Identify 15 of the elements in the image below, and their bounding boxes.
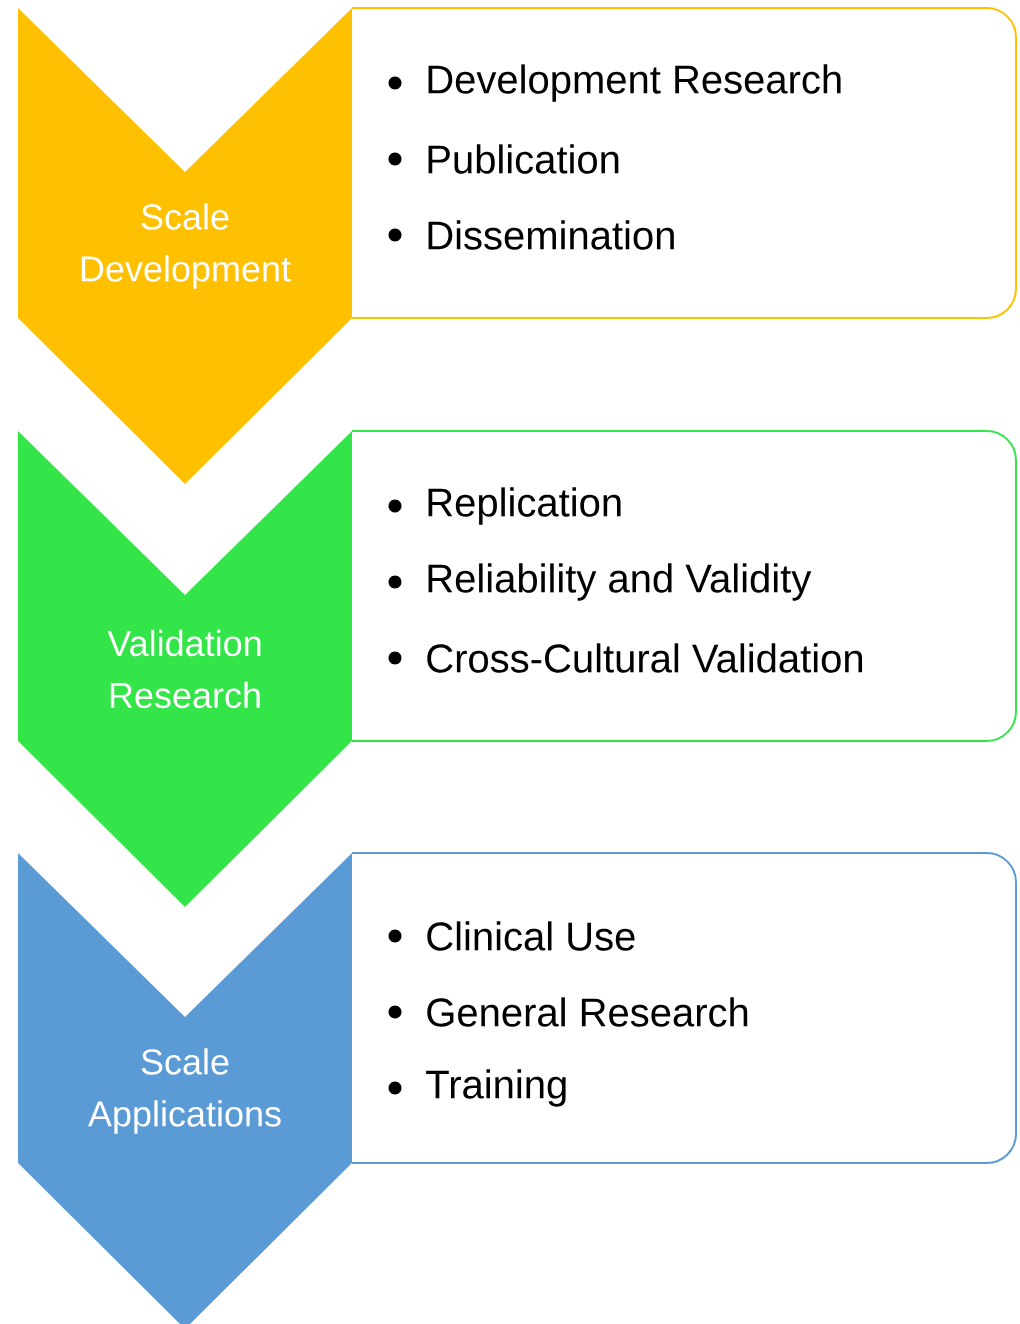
stage-banner: Scale Applications bbox=[18, 853, 352, 1324]
bullet-item: Replication bbox=[388, 487, 621, 525]
list-box bbox=[351, 430, 1017, 742]
bullet-item: Publication bbox=[388, 144, 619, 174]
stage-banner: Validation Research bbox=[18, 431, 352, 907]
bullet-item: General Research bbox=[388, 997, 748, 1027]
stage-banner: Scale Development bbox=[18, 8, 352, 484]
bullet-item: Training bbox=[388, 1069, 566, 1107]
bullet-item: Development Research bbox=[388, 64, 841, 102]
bullet-item: Clinical Use bbox=[388, 921, 635, 951]
bullet-item: Reliability and Validity bbox=[388, 563, 812, 601]
list-box bbox=[351, 852, 1017, 1164]
bullet-item: Cross-Cultural Validation bbox=[388, 643, 863, 673]
list-box bbox=[351, 7, 1017, 319]
bullet-item: Dissemination bbox=[388, 220, 674, 250]
